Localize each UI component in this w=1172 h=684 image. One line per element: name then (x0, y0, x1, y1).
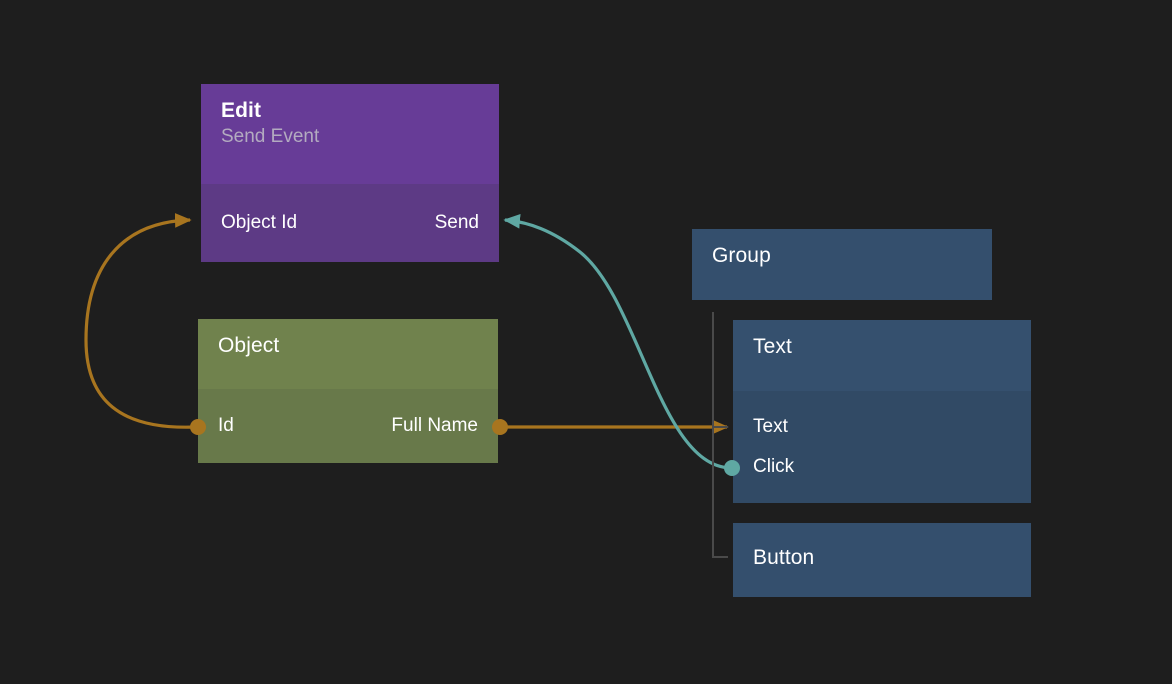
port-label-object-full-name[interactable]: Full Name (391, 415, 478, 436)
node-text-port-row-click: Click (733, 447, 1031, 487)
port-label-edit-send[interactable]: Send (434, 212, 479, 233)
node-text-header[interactable]: Text (733, 320, 1031, 391)
node-group-title: Group (712, 244, 771, 267)
node-group[interactable]: Group (692, 229, 992, 300)
node-edit-title: Edit (221, 99, 262, 122)
port-label-text-text[interactable]: Text (753, 416, 788, 437)
port-dot-object-full-name[interactable] (492, 419, 508, 435)
tree-trunk-line (712, 312, 714, 558)
node-object-body: Id Full Name (198, 389, 498, 463)
node-object-header[interactable]: Object (198, 319, 498, 389)
port-label-object-id[interactable]: Id (218, 415, 234, 436)
node-edit-subtitle: Send Event (221, 126, 320, 147)
port-label-edit-object-id[interactable]: Object Id (221, 212, 298, 233)
port-label-text-click[interactable]: Click (753, 456, 795, 477)
node-object[interactable]: Object Id Full Name (198, 319, 498, 463)
node-button-header[interactable]: Button (733, 523, 1031, 597)
node-object-port-row: Id Full Name (198, 389, 498, 463)
node-object-title: Object (218, 334, 280, 357)
node-button[interactable]: Button (733, 523, 1031, 597)
node-group-header[interactable]: Group (692, 229, 992, 300)
node-button-title: Button (753, 546, 815, 569)
node-text-body: Text Click (733, 391, 1031, 503)
tree-branch-line-button (712, 556, 728, 558)
wire-object-id-to-edit-object-id (84, 213, 197, 429)
node-edit-port-row: Object Id Send (201, 184, 499, 262)
node-edit[interactable]: Edit Send Event Object Id Send (201, 84, 499, 262)
node-text-title: Text (753, 335, 792, 358)
node-text-port-row-text: Text (733, 407, 1031, 447)
tree-branch-line-text (712, 426, 728, 428)
node-text[interactable]: Text Text Click (733, 320, 1031, 503)
port-dot-text-click[interactable] (724, 460, 740, 476)
node-edit-body: Object Id Send (201, 184, 499, 262)
port-dot-object-id[interactable] (190, 419, 206, 435)
node-edit-header[interactable]: Edit Send Event (201, 84, 499, 184)
